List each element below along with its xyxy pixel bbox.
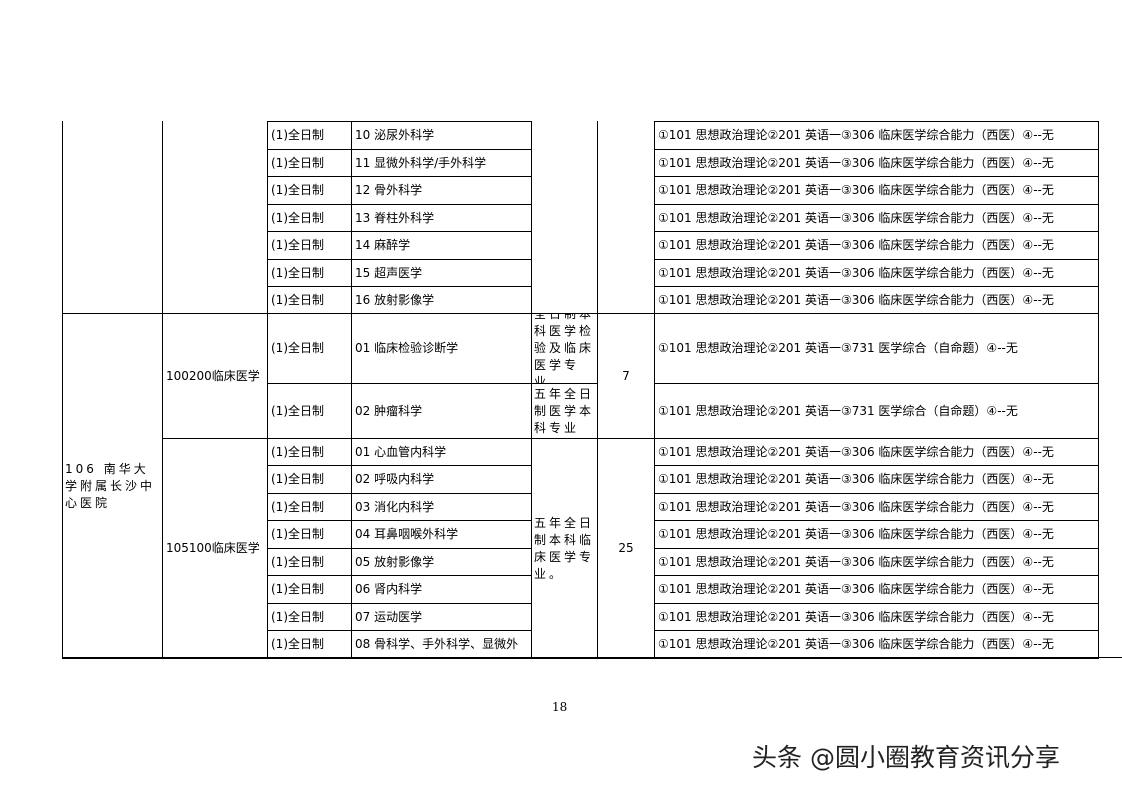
requirement-cell: 全日制本科医学检验及临床医学专业。 xyxy=(531,313,598,384)
exam-subjects-cell: ①101 思想政治理论②201 英语一③306 临床医学综合能力（西医）④--无 xyxy=(654,630,1099,659)
institution-cell: 106 南华大学附属长沙中心医院 xyxy=(62,313,163,659)
major-cell: 02 肿瘤科学 xyxy=(351,383,532,439)
exam-subjects-cell: ①101 思想政治理论②201 英语一③306 临床医学综合能力（西医）④--无 xyxy=(654,176,1099,205)
study-mode-cell: (1)全日制 xyxy=(267,630,352,659)
major-cell: 16 放射影像学 xyxy=(351,286,532,314)
study-mode-cell: (1)全日制 xyxy=(267,313,352,384)
exam-subjects-cell: ①101 思想政治理论②201 英语一③306 临床医学综合能力（西医）④--无 xyxy=(654,259,1099,287)
major-cell: 05 放射影像学 xyxy=(351,548,532,576)
exam-subjects-cell: ①101 思想政治理论②201 英语一③306 临床医学综合能力（西医）④--无 xyxy=(654,204,1099,232)
program-name-cell: 100200临床医学 xyxy=(162,313,268,439)
study-mode-cell: (1)全日制 xyxy=(267,259,352,287)
exam-subjects-cell: ①101 思想政治理论②201 英语一③306 临床医学综合能力（西医）④--无 xyxy=(654,286,1099,314)
study-mode-cell: (1)全日制 xyxy=(267,575,352,604)
study-mode-cell: (1)全日制 xyxy=(267,383,352,439)
exam-subjects-cell: ①101 思想政治理论②201 英语一③306 临床医学综合能力（西医）④--无 xyxy=(654,121,1099,150)
major-cell: 10 泌尿外科学 xyxy=(351,121,532,150)
major-cell: 11 显微外科学/手外科学 xyxy=(351,149,532,177)
study-mode-cell: (1)全日制 xyxy=(267,149,352,177)
quota-cell: 7 xyxy=(597,313,655,439)
exam-subjects-cell: ①101 思想政治理论②201 英语一③306 临床医学综合能力（西医）④--无 xyxy=(654,520,1099,549)
program-cell-continued xyxy=(162,121,268,314)
study-mode-cell: (1)全日制 xyxy=(267,603,352,631)
major-cell: 13 脊柱外科学 xyxy=(351,204,532,232)
exam-subjects-cell: ①101 思想政治理论②201 英语一③731 医学综合（自命题）④--无 xyxy=(654,313,1099,384)
major-cell: 06 肾内科学 xyxy=(351,575,532,604)
requirement-cell: 五年全日制医学本科专业 xyxy=(531,383,598,439)
study-mode-cell: (1)全日制 xyxy=(267,286,352,314)
watermark: 头条 @圆小圈教育资讯分享 xyxy=(752,743,1060,772)
study-mode-cell: (1)全日制 xyxy=(267,231,352,260)
page-number: 18 xyxy=(552,700,568,714)
major-cell: 01 心血管内科学 xyxy=(351,438,532,466)
quota-cell-continued xyxy=(597,121,655,314)
exam-subjects-cell: ①101 思想政治理论②201 英语一③306 临床医学综合能力（西医）④--无 xyxy=(654,149,1099,177)
major-cell: 02 呼吸内科学 xyxy=(351,465,532,494)
study-mode-cell: (1)全日制 xyxy=(267,493,352,521)
major-cell: 07 运动医学 xyxy=(351,603,532,631)
major-cell: 08 骨科学、手外科学、显微外 xyxy=(351,630,532,659)
major-cell: 15 超声医学 xyxy=(351,259,532,287)
exam-subjects-cell: ①101 思想政治理论②201 英语一③306 临床医学综合能力（西医）④--无 xyxy=(654,493,1099,521)
program-name-cell: 105100临床医学 xyxy=(162,438,268,659)
exam-subjects-cell: ①101 思想政治理论②201 英语一③306 临床医学综合能力（西医）④--无 xyxy=(654,548,1099,576)
exam-subjects-cell: ①101 思想政治理论②201 英语一③306 临床医学综合能力（西医）④--无 xyxy=(654,438,1099,466)
major-cell: 01 临床检验诊断学 xyxy=(351,313,532,384)
study-mode-cell: (1)全日制 xyxy=(267,204,352,232)
major-cell: 03 消化内科学 xyxy=(351,493,532,521)
study-mode-cell: (1)全日制 xyxy=(267,520,352,549)
quota-cell: 25 xyxy=(597,438,655,659)
study-mode-cell: (1)全日制 xyxy=(267,465,352,494)
exam-subjects-cell: ①101 思想政治理论②201 英语一③731 医学综合（自命题）④--无 xyxy=(654,383,1099,439)
major-cell: 04 耳鼻咽喉外科学 xyxy=(351,520,532,549)
exam-subjects-cell: ①101 思想政治理论②201 英语一③306 临床医学综合能力（西医）④--无 xyxy=(654,465,1099,494)
requirement-cell-continued xyxy=(531,121,598,314)
exam-subjects-cell: ①101 思想政治理论②201 英语一③306 临床医学综合能力（西医）④--无 xyxy=(654,575,1099,604)
exam-subjects-cell: ①101 思想政治理论②201 英语一③306 临床医学综合能力（西医）④--无 xyxy=(654,231,1099,260)
major-cell: 14 麻醉学 xyxy=(351,231,532,260)
major-cell: 12 骨外科学 xyxy=(351,176,532,205)
study-mode-cell: (1)全日制 xyxy=(267,121,352,150)
study-mode-cell: (1)全日制 xyxy=(267,176,352,205)
institution-cell-continued xyxy=(62,121,163,314)
table-bottom-rule xyxy=(62,657,1122,658)
exam-subjects-cell: ①101 思想政治理论②201 英语一③306 临床医学综合能力（西医）④--无 xyxy=(654,603,1099,631)
study-mode-cell: (1)全日制 xyxy=(267,548,352,576)
study-mode-cell: (1)全日制 xyxy=(267,438,352,466)
requirement-cell: 五年全日制本科临床医学专业。 xyxy=(531,438,598,659)
